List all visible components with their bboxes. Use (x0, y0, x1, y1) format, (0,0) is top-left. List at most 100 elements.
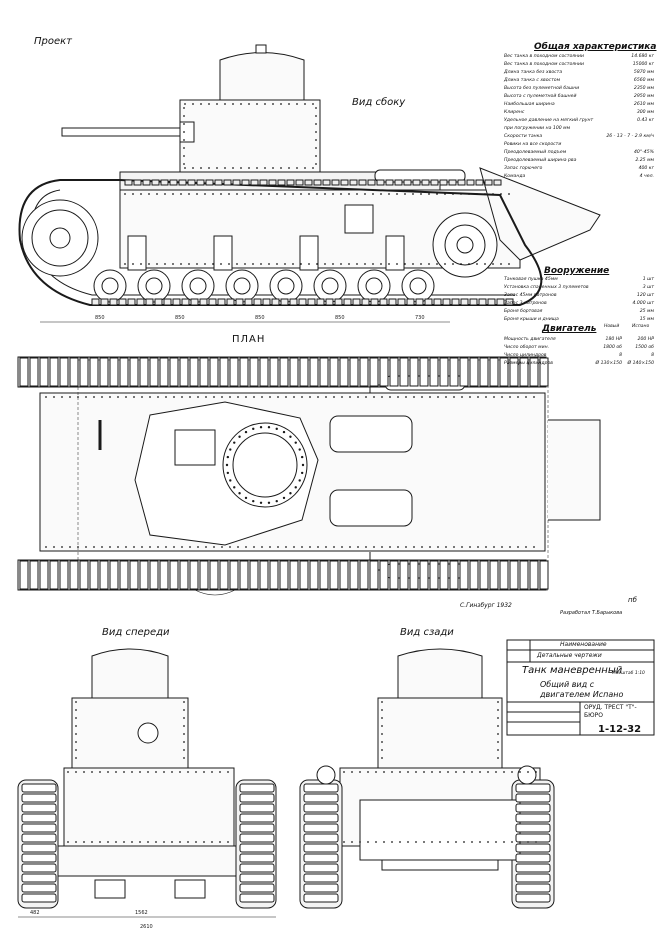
track-link (519, 560, 529, 590)
spec-engine-title: Двигатель (542, 324, 597, 334)
track-link (370, 298, 379, 306)
rivet (187, 841, 189, 843)
spec-general-value: 40°-45% (633, 150, 654, 155)
track-link (229, 560, 239, 590)
rivet (192, 103, 194, 105)
track-link (319, 357, 329, 387)
spec-general-value: 400 кг (638, 166, 654, 171)
rivet (289, 435, 292, 438)
rivet (388, 193, 390, 195)
rivet (519, 841, 521, 843)
rivet (256, 167, 258, 169)
rivet (189, 546, 191, 548)
dimension-label: 850 (335, 315, 345, 321)
rivet (508, 263, 510, 265)
rivet (183, 741, 185, 743)
road-wheel-hub (189, 277, 207, 295)
rivet (244, 496, 248, 500)
rivet (525, 546, 527, 548)
track-link (399, 560, 409, 590)
rivet (509, 546, 511, 548)
rivet (164, 263, 166, 265)
rivet (272, 167, 274, 169)
rivet (184, 167, 186, 169)
spec-general-value: 5870 мм (633, 70, 654, 75)
track-link (253, 298, 262, 306)
spec-engine-value-a: 180 HP (605, 337, 622, 342)
rivet (511, 771, 513, 773)
spec-engine-value-b: 1500 об (635, 345, 654, 350)
track-link (539, 357, 549, 387)
rivet (315, 163, 317, 165)
rivet (497, 709, 499, 711)
track-link (239, 793, 275, 803)
track-link (459, 357, 469, 387)
rivet (332, 193, 334, 195)
track-link (529, 560, 539, 590)
rivet (259, 426, 263, 429)
rivet (224, 167, 226, 169)
track-link (334, 298, 343, 306)
rivet (301, 463, 305, 467)
rivet (288, 167, 290, 169)
rivet (226, 455, 230, 459)
track-link (109, 298, 118, 306)
track-link (179, 560, 189, 590)
track-link (49, 560, 59, 590)
rivet (253, 396, 255, 398)
rivet (399, 841, 401, 843)
spec-general-key: Скорости танка (504, 134, 543, 139)
rivet (304, 103, 306, 105)
rivet (188, 263, 190, 265)
rivet-pattern-plan (45, 396, 535, 548)
track-link (329, 560, 339, 590)
rivet (341, 546, 343, 548)
rivet (53, 396, 55, 398)
rivet (315, 123, 317, 125)
rivet (381, 733, 383, 735)
rivet (412, 263, 414, 265)
track-link (325, 298, 334, 306)
rivet (356, 193, 358, 195)
rivet (468, 263, 470, 265)
rivet (109, 396, 111, 398)
hull-superstructure (179, 99, 321, 173)
rivet (389, 396, 391, 398)
rivet (221, 546, 223, 548)
spec-general-row: Ровики на все скорости (504, 142, 654, 150)
rivet (245, 396, 247, 398)
rivet (131, 841, 133, 843)
rivet (264, 167, 266, 169)
rivet (187, 771, 189, 773)
track-link (169, 560, 179, 590)
track-link (469, 560, 479, 590)
rear-sprocket (432, 212, 498, 278)
spec-armament-key: Броня крыши и днища (504, 317, 559, 322)
rivet (133, 546, 135, 548)
rivet (238, 492, 241, 495)
rivet (75, 757, 77, 759)
track-link (217, 298, 226, 306)
rivet (282, 430, 286, 434)
track-link (358, 179, 367, 186)
rivet (261, 546, 263, 548)
rivet (140, 263, 142, 265)
rivet (141, 546, 143, 548)
track-link (280, 298, 289, 306)
track-link (21, 803, 57, 813)
rivet (312, 103, 314, 105)
track-link (269, 357, 279, 387)
track-link (457, 179, 466, 186)
track-link (59, 560, 69, 590)
track-link (244, 298, 253, 306)
track-link (189, 357, 199, 387)
rivet (413, 396, 415, 398)
rivet (284, 263, 286, 265)
spec-armament-key: Танковая пушка 45мм (504, 277, 558, 282)
track-link (303, 873, 339, 883)
rivet (357, 396, 359, 398)
